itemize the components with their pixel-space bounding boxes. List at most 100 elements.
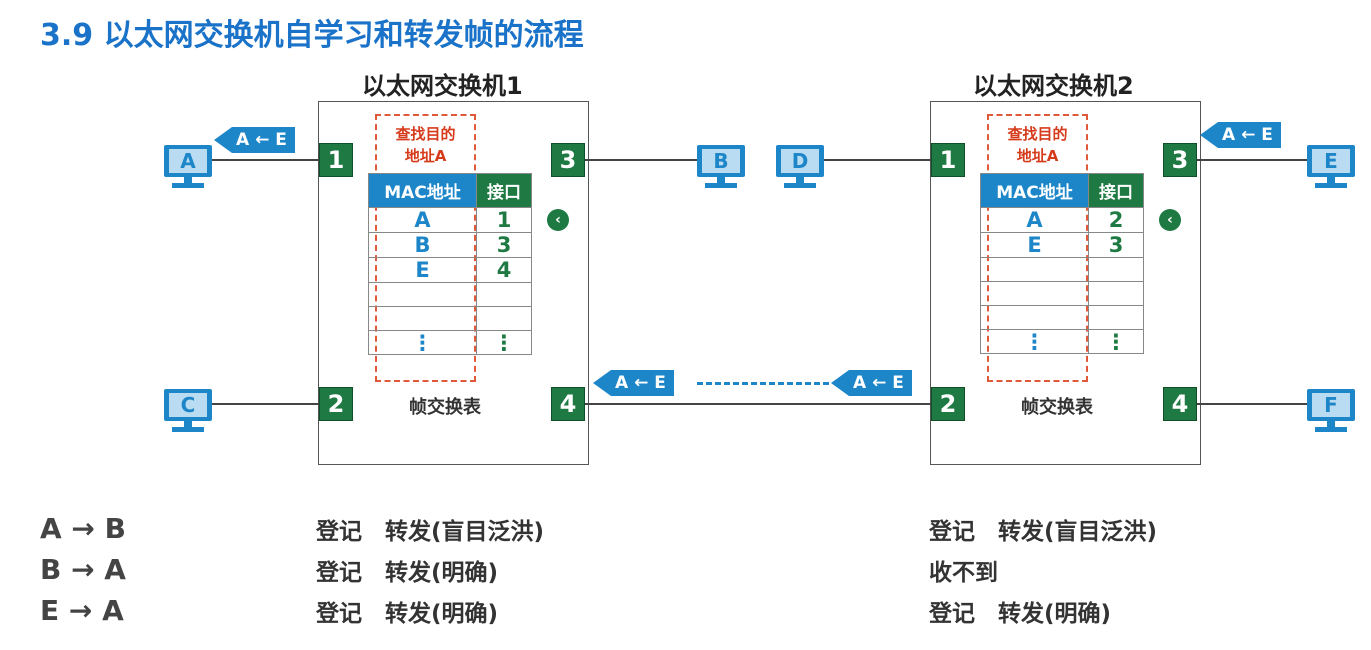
host-e-label: E bbox=[1312, 149, 1350, 173]
switch2-lookup-label-line2: 地址A bbox=[1016, 147, 1059, 165]
switch2-port-3: 3 bbox=[1163, 143, 1197, 177]
link-sw1-b bbox=[585, 159, 697, 161]
switch1-port-1: 1 bbox=[319, 143, 353, 177]
switch2-row3-mac bbox=[980, 257, 1089, 282]
switch2-row2-mac: E bbox=[980, 232, 1089, 258]
frame-label: A ← E bbox=[1218, 122, 1281, 148]
host-b-label: B bbox=[702, 149, 740, 173]
frame-arrow-icon bbox=[593, 370, 611, 396]
frame-at-switch1-port4: A ← E bbox=[593, 370, 674, 396]
link-c-sw1 bbox=[212, 403, 319, 405]
host-c-computer-icon: C bbox=[164, 389, 212, 439]
switch2-row2-port: 3 bbox=[1088, 232, 1144, 258]
flow-1-label: A → B bbox=[40, 512, 126, 545]
switch1-port-2: 2 bbox=[319, 387, 353, 421]
switch2-port-4: 4 bbox=[1163, 387, 1197, 421]
frame-at-host-a: A ← E bbox=[214, 127, 295, 153]
table-row: ⋮⋮ bbox=[980, 329, 1144, 354]
switch2-row5-mac bbox=[980, 305, 1089, 330]
host-b-computer-icon: B bbox=[697, 145, 745, 195]
switch2-header-port: 接口 bbox=[1088, 173, 1144, 208]
switch1-lookup-label-line1: 查找目的 bbox=[395, 125, 456, 143]
flow-3-switch1-result: 登记 转发(明确) bbox=[316, 601, 499, 627]
switch1-lookup-label-line2: 地址A bbox=[404, 147, 447, 165]
link-a-sw1 bbox=[212, 159, 319, 161]
flow-2-switch1-result: 登记 转发(明确) bbox=[316, 560, 499, 586]
table-row bbox=[980, 305, 1144, 330]
switch1-header-port: 接口 bbox=[476, 173, 532, 208]
switch2-row4-mac bbox=[980, 281, 1089, 306]
link-sw1-sw2 bbox=[585, 403, 931, 405]
switch1-port-4: 4 bbox=[551, 387, 585, 421]
switch2-row6-port: ⋮ bbox=[1088, 329, 1144, 354]
switch1-row3-port: 4 bbox=[476, 257, 532, 283]
switch2-row3-port bbox=[1088, 257, 1144, 282]
switch1-row2-port: 3 bbox=[476, 232, 532, 258]
switch2-port-2: 2 bbox=[931, 387, 965, 421]
link-sw2-f bbox=[1197, 403, 1307, 405]
host-a-computer-icon: A bbox=[164, 145, 212, 195]
flow-1-switch2-result: 登记 转发(盲目泛洪) bbox=[929, 519, 1158, 545]
switch1-row1-mac: A bbox=[368, 207, 477, 233]
table-row bbox=[980, 281, 1144, 306]
switch1-port-3: 3 bbox=[551, 143, 585, 177]
frame-arrow-icon bbox=[1200, 122, 1218, 148]
flow-2-switch2-result: 收不到 bbox=[929, 560, 998, 586]
switch1-row1-port: 1 bbox=[476, 207, 532, 233]
page-title: 3.9 以太网交换机自学习和转发帧的流程 bbox=[40, 18, 584, 53]
switch1-row4-mac bbox=[368, 282, 477, 307]
switch1-row2-mac: B bbox=[368, 232, 477, 258]
switch1-row5-port bbox=[476, 306, 532, 331]
switch1-row5-mac bbox=[368, 306, 477, 331]
table-row: ⋮⋮ bbox=[368, 330, 532, 355]
flow-3-switch2-result: 登记 转发(明确) bbox=[929, 601, 1112, 627]
switch2-row4-port bbox=[1088, 281, 1144, 306]
frame-arrow-icon bbox=[831, 370, 849, 396]
host-a-label: A bbox=[169, 149, 207, 173]
switch2-row6-mac: ⋮ bbox=[980, 329, 1089, 354]
frame-label: A ← E bbox=[232, 127, 295, 153]
switch1-row-pointer-icon: ‹ bbox=[547, 209, 569, 231]
frame-at-switch2-port2: A ← E bbox=[831, 370, 912, 396]
switch2-row1-port: 2 bbox=[1088, 207, 1144, 233]
switch2-row5-port bbox=[1088, 305, 1144, 330]
table-row bbox=[368, 282, 532, 307]
frame-at-host-e: A ← E bbox=[1200, 122, 1281, 148]
host-f-computer-icon: F bbox=[1307, 389, 1355, 439]
switch1-title: 以太网交换机1 bbox=[362, 72, 523, 100]
host-d-label: D bbox=[781, 149, 819, 173]
switch1-row6-port: ⋮ bbox=[476, 330, 532, 355]
switch2-port-1: 1 bbox=[931, 143, 965, 177]
switch2-lookup-label-line1: 查找目的 bbox=[1007, 125, 1068, 143]
flow-2-label: B → A bbox=[40, 553, 126, 586]
host-d-computer-icon: D bbox=[776, 145, 824, 195]
table-row bbox=[980, 257, 1144, 282]
frame-label: A ← E bbox=[611, 370, 674, 396]
flow-1-switch1-result: 登记 转发(盲目泛洪) bbox=[316, 519, 545, 545]
link-sw2-e bbox=[1197, 159, 1307, 161]
host-f-label: F bbox=[1312, 393, 1350, 417]
frame-path-dashed bbox=[697, 382, 829, 385]
frame-arrow-icon bbox=[214, 127, 232, 153]
switch2-row-pointer-icon: ‹ bbox=[1159, 209, 1181, 231]
switch1-row4-port bbox=[476, 282, 532, 307]
switch1-table-caption: 帧交换表 bbox=[409, 397, 481, 418]
host-c-label: C bbox=[169, 393, 207, 417]
switch2-title: 以太网交换机2 bbox=[973, 72, 1134, 100]
switch2-table-caption: 帧交换表 bbox=[1021, 397, 1093, 418]
table-row bbox=[368, 306, 532, 331]
link-d-sw2 bbox=[823, 159, 931, 161]
switch1-row6-mac: ⋮ bbox=[368, 330, 477, 355]
switch2-row1-mac: A bbox=[980, 207, 1089, 233]
switch1-row3-mac: E bbox=[368, 257, 477, 283]
switch2-header-mac: MAC地址 bbox=[980, 173, 1089, 208]
host-e-computer-icon: E bbox=[1307, 145, 1355, 195]
flow-3-label: E → A bbox=[40, 594, 124, 627]
